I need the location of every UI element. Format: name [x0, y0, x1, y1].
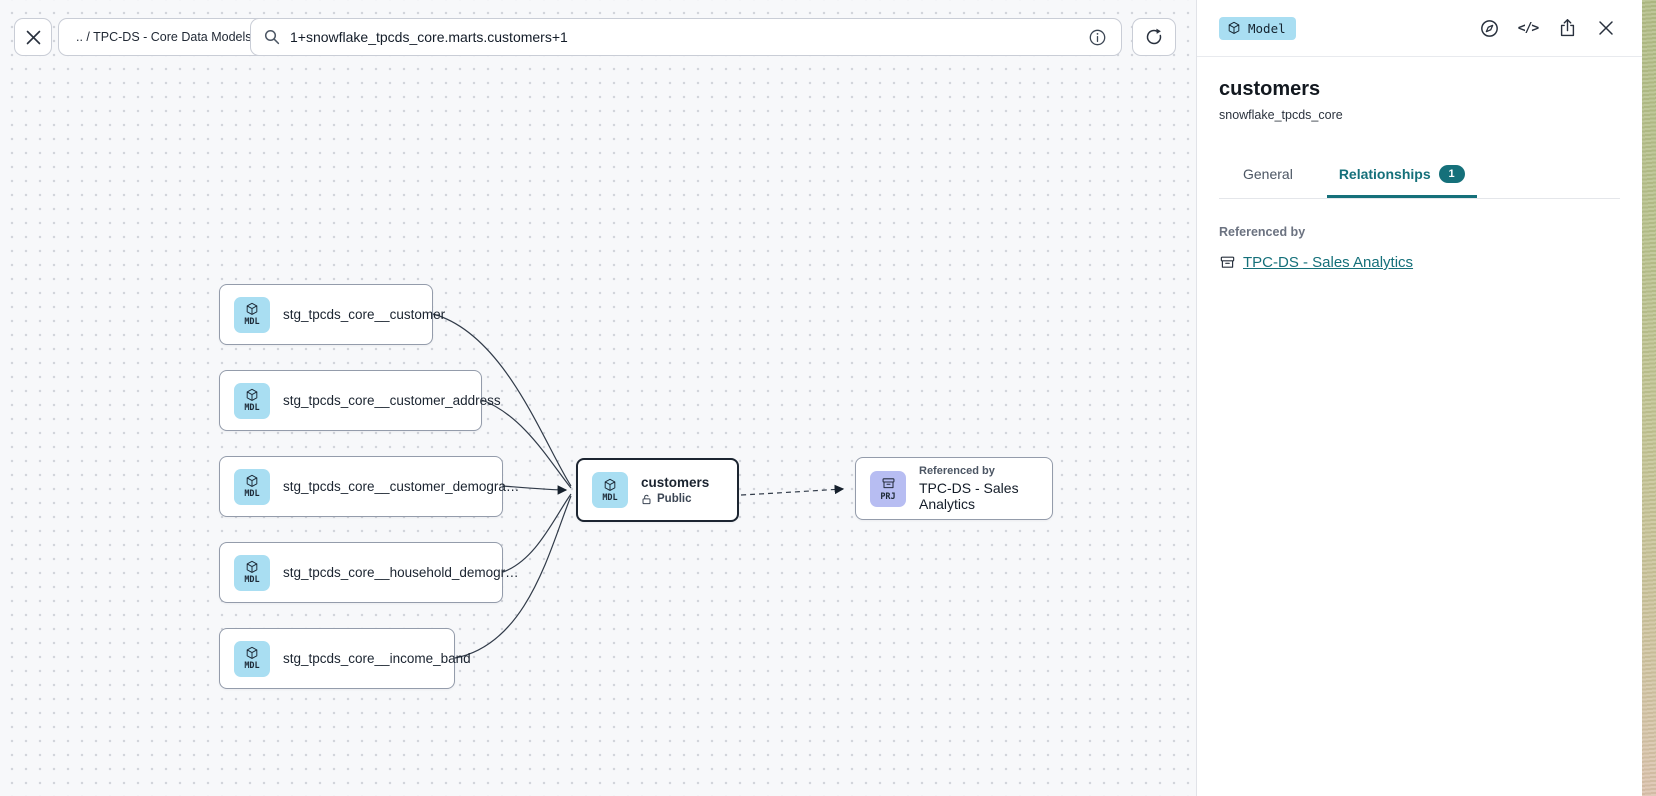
tab-general-label: General: [1243, 166, 1293, 182]
cube-icon: [245, 302, 259, 316]
resource-type-badge: Model: [1219, 16, 1296, 40]
view-code-button[interactable]: </>: [1516, 16, 1540, 40]
model-chip: MDL: [234, 382, 270, 419]
details-panel-header: Model </>: [1197, 0, 1642, 57]
model-chip: MDL: [592, 472, 628, 508]
referenced-by-item: TPC-DS - Sales Analytics: [1219, 254, 1620, 271]
page-title: customers: [1219, 78, 1321, 100]
search-input[interactable]: [290, 29, 1076, 45]
detail-tabs: General Relationships 1: [1219, 155, 1620, 199]
relationships-count-badge: 1: [1438, 165, 1465, 183]
compass-icon: [1479, 18, 1500, 39]
chip-label: PRJ: [880, 491, 896, 502]
model-chip: MDL: [234, 468, 270, 505]
search-icon: [263, 28, 281, 46]
node-label: stg_tpcds_core__income_band: [283, 651, 471, 666]
lineage-edges: [432, 313, 845, 659]
referenced-by-project-link[interactable]: TPC-DS - Sales Analytics: [1243, 254, 1414, 271]
node-label: stg_tpcds_core__household_demogr…: [283, 565, 519, 580]
lineage-canvas[interactable]: .. / TPC-DS - Core Data Models: [0, 0, 1196, 796]
tab-relationships-label: Relationships: [1338, 166, 1431, 182]
close-icon: [1597, 19, 1615, 37]
refresh-lineage-button[interactable]: [1132, 18, 1176, 56]
node-stg-income-band[interactable]: MDL stg_tpcds_core__income_band: [219, 628, 471, 689]
info-icon[interactable]: [1085, 25, 1109, 49]
breadcrumb[interactable]: .. / TPC-DS - Core Data Models: [58, 18, 270, 56]
edge-customers-to-project: [740, 484, 845, 496]
chip-label: MDL: [244, 489, 260, 499]
cube-icon: [245, 560, 259, 574]
chip-label: MDL: [602, 492, 618, 503]
node-label: stg_tpcds_core__customer_demogra…: [283, 479, 520, 494]
close-lineage-button[interactable]: [14, 18, 52, 56]
details-panel: Model </>: [1196, 0, 1642, 796]
archive-icon: [1219, 254, 1236, 271]
node-label: stg_tpcds_core__customer: [283, 307, 446, 322]
cube-icon: [603, 478, 617, 492]
schema-subtitle: snowflake_tpcds_core: [1219, 108, 1343, 122]
node-stg-customer-demographics[interactable]: MDL stg_tpcds_core__customer_demogra…: [219, 456, 519, 517]
unlocked-icon: [641, 494, 652, 505]
chip-label: MDL: [244, 661, 260, 671]
node-stg-household-demographics[interactable]: MDL stg_tpcds_core__household_demogr…: [219, 542, 519, 603]
model-chip: MDL: [234, 554, 270, 591]
cube-icon: [245, 388, 259, 402]
referenced-by-section: Referenced by TPC-DS - Sales Analytics: [1219, 199, 1620, 271]
node-stg-customer[interactable]: MDL stg_tpcds_core__customer: [219, 284, 445, 345]
model-chip: MDL: [234, 640, 270, 677]
node-label: stg_tpcds_core__customer_address: [283, 393, 501, 408]
desktop-wallpaper-strip: [1642, 0, 1656, 796]
breadcrumb-label: .. / TPC-DS - Core Data Models: [76, 30, 252, 44]
chip-label: MDL: [244, 403, 260, 413]
archive-icon: [881, 476, 896, 491]
project-chip: PRJ: [870, 470, 906, 507]
node-project-sales-analytics[interactable]: PRJ Referenced by TPC-DS - Sales Analyti…: [855, 457, 1053, 520]
node-customers-selected[interactable]: MDL customers Public: [576, 458, 739, 522]
code-icon: </>: [1517, 20, 1540, 36]
cube-icon: [245, 646, 259, 660]
cube-icon: [1227, 21, 1241, 35]
lineage-search[interactable]: [250, 18, 1122, 56]
chip-label: MDL: [244, 317, 260, 327]
cube-icon: [245, 474, 259, 488]
node-label: customers: [641, 475, 710, 490]
resource-type-label: Model: [1248, 20, 1286, 36]
edge-household-to-customers: [502, 493, 572, 573]
chip-label: MDL: [244, 575, 260, 585]
explore-compass-button[interactable]: [1477, 16, 1501, 40]
referenced-by-heading: Referenced by: [1219, 225, 1306, 239]
close-icon: [25, 29, 42, 46]
model-chip: MDL: [234, 296, 270, 333]
refresh-icon: [1144, 27, 1164, 47]
node-top-label: Referenced by: [919, 465, 995, 477]
node-stg-customer-address[interactable]: MDL stg_tpcds_core__customer_address: [219, 370, 501, 431]
share-button[interactable]: [1555, 16, 1579, 40]
node-label: TPC-DS - Sales Analytics: [919, 480, 1019, 512]
close-panel-button[interactable]: [1594, 16, 1618, 40]
visibility-label: Public: [657, 493, 692, 505]
tab-relationships[interactable]: Relationships 1: [1326, 155, 1477, 198]
tab-general[interactable]: General: [1231, 155, 1305, 198]
share-icon: [1558, 18, 1577, 38]
